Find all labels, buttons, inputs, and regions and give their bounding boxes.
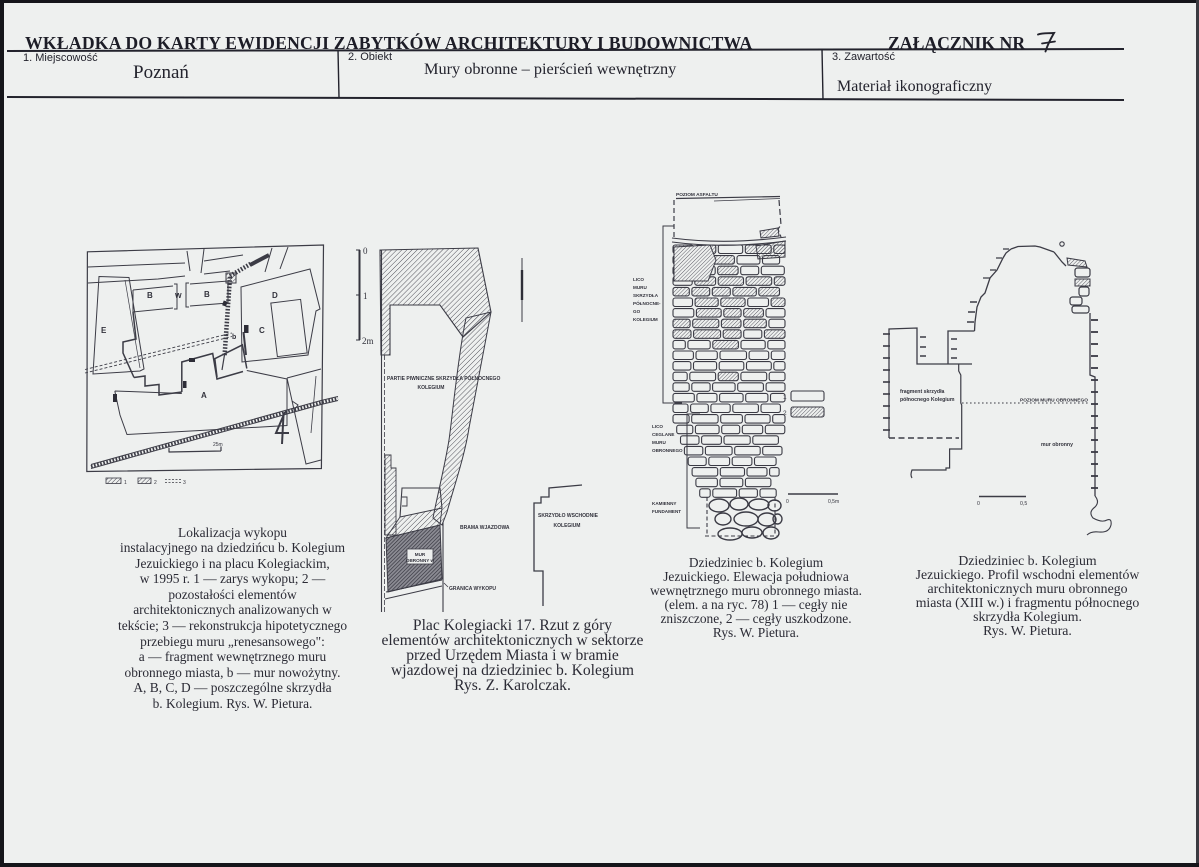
svg-text:OBRONNY w: OBRONNY w	[406, 558, 435, 563]
svg-text:KOLEGIUM: KOLEGIUM	[554, 523, 581, 529]
svg-text:BRAMA WJAZDOWA: BRAMA WJAZDOWA	[460, 525, 510, 531]
svg-text:fragment skrzydła: fragment skrzydła	[900, 389, 945, 395]
svg-text:KOLEGIUM: KOLEGIUM	[633, 317, 658, 322]
svg-text:MURU: MURU	[633, 285, 647, 290]
svg-text:2: 2	[783, 410, 787, 417]
svg-text:PARTIE PIWNICZNE SKRZYDŁA PÓŁN: PARTIE PIWNICZNE SKRZYDŁA PÓŁNOCNEGO	[387, 374, 500, 382]
svg-text:0,5m: 0,5m	[828, 499, 839, 505]
svg-text:0: 0	[786, 499, 789, 505]
svg-text:GRANICA WYKOPU: GRANICA WYKOPU	[449, 586, 496, 592]
svg-text:0: 0	[977, 501, 980, 507]
svg-text:SKRZYDŁA: SKRZYDŁA	[633, 293, 659, 298]
svg-text:D: D	[272, 291, 278, 300]
svg-text:b: b	[232, 334, 236, 341]
svg-text:B: B	[204, 290, 210, 299]
svg-text:E: E	[101, 326, 107, 335]
svg-text:A: A	[201, 391, 207, 400]
svg-text:MUR: MUR	[415, 552, 426, 557]
svg-text:LICO: LICO	[633, 277, 644, 282]
svg-text:północnego Kolegium: północnego Kolegium	[900, 397, 955, 403]
svg-text:2: 2	[154, 480, 157, 486]
svg-text:SKRZYDŁO WSCHODNIE: SKRZYDŁO WSCHODNIE	[538, 513, 599, 519]
svg-text:POZIOM ASFALTU: POZIOM ASFALTU	[676, 192, 718, 198]
svg-text:B: B	[147, 291, 153, 300]
svg-text:1: 1	[124, 480, 127, 486]
svg-text:0: 0	[166, 443, 169, 449]
svg-text:25m: 25m	[213, 442, 223, 448]
svg-text:C: C	[259, 326, 265, 335]
svg-text:2m: 2m	[362, 336, 374, 346]
svg-text:MURU: MURU	[652, 440, 666, 445]
svg-text:FUNDAMENT: FUNDAMENT	[652, 509, 681, 514]
svg-text:KAMIENNY: KAMIENNY	[652, 501, 677, 506]
svg-text:GO: GO	[633, 309, 641, 314]
svg-text:KOLEGIUM: KOLEGIUM	[418, 385, 445, 391]
svg-text:CEGLANE: CEGLANE	[652, 432, 674, 437]
svg-text:mur obronny: mur obronny	[1041, 442, 1073, 448]
svg-text:POZIOM MURU OBRONNEGO: POZIOM MURU OBRONNEGO	[1020, 398, 1088, 404]
svg-text:W: W	[175, 293, 182, 300]
svg-text:0,5: 0,5	[1020, 501, 1027, 507]
svg-text:3: 3	[183, 480, 186, 486]
svg-text:1: 1	[783, 394, 787, 401]
svg-text:1: 1	[363, 291, 368, 301]
svg-text:OBRONNEGO: OBRONNEGO	[652, 448, 683, 453]
svg-text:0: 0	[363, 246, 368, 256]
svg-text:LICO: LICO	[652, 424, 663, 429]
svg-text:PÓŁNOCNE-: PÓŁNOCNE-	[633, 299, 661, 306]
